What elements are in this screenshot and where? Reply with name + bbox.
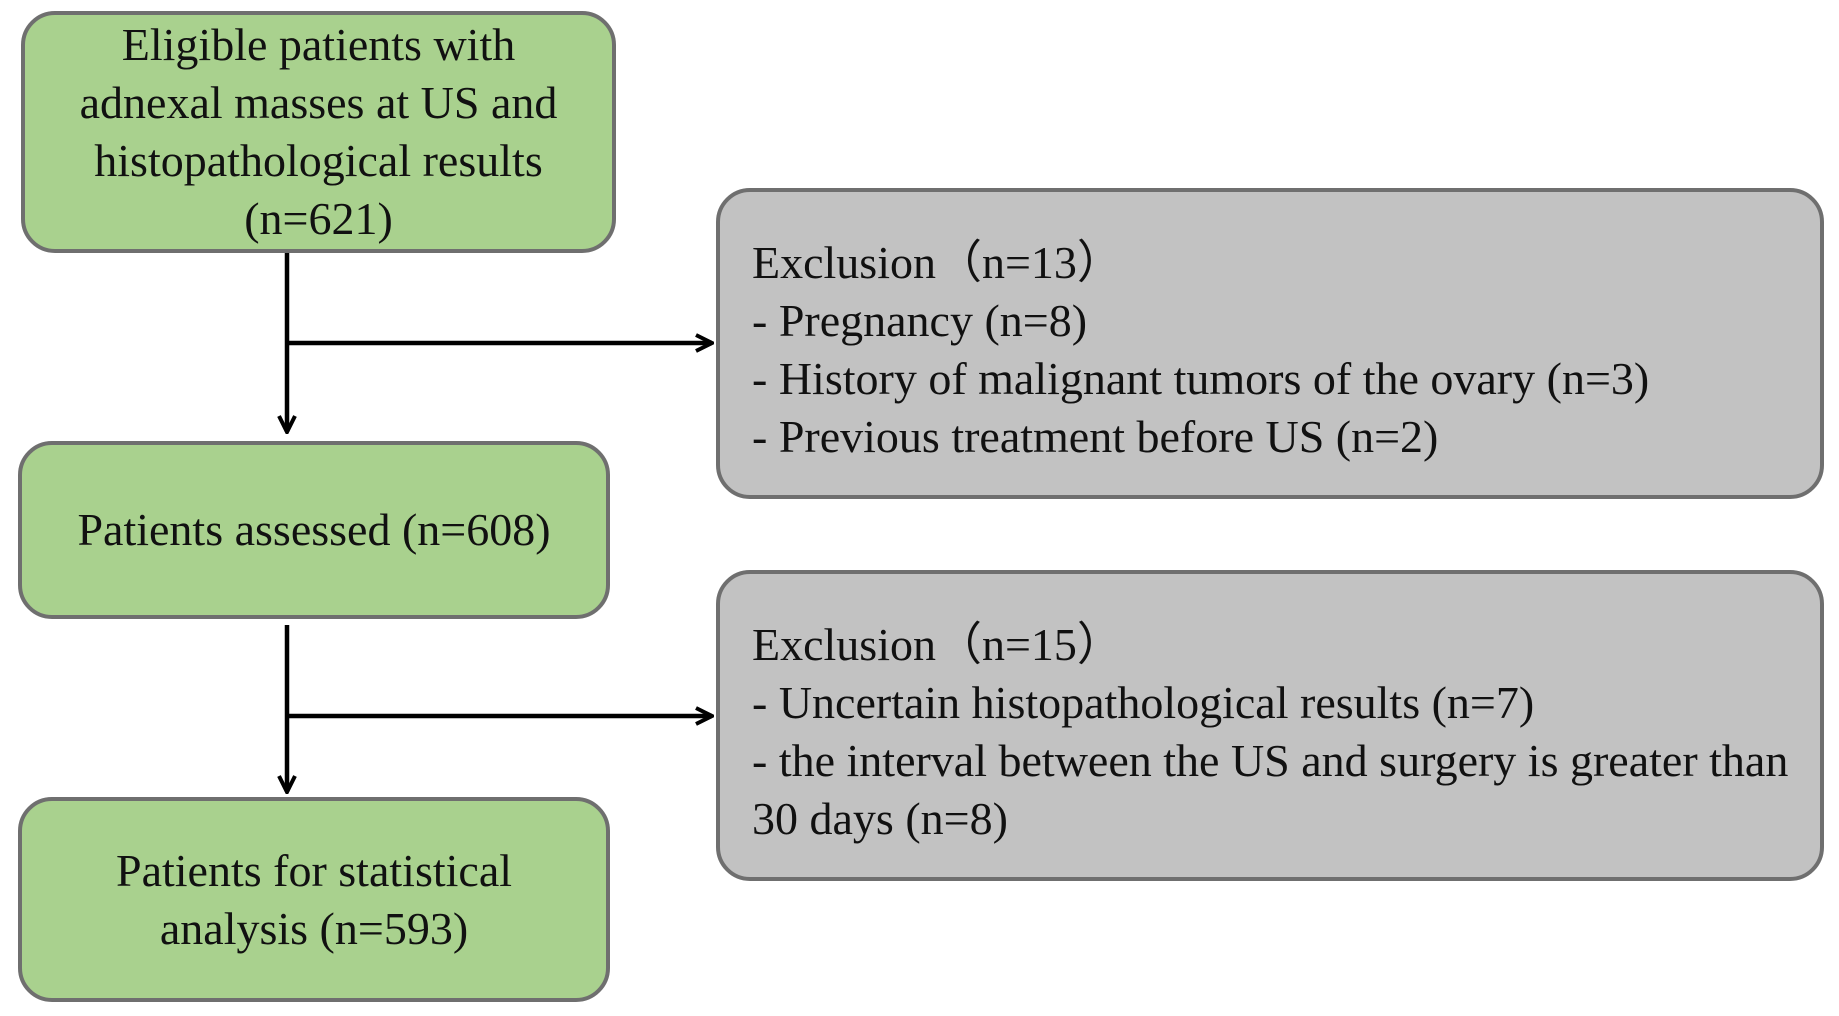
statistical-analysis-line-2: analysis (n=593) (159, 902, 469, 954)
eligible-patients-line-1: Eligible patients with (121, 19, 516, 70)
exclusion-2-item-interval: - the interval between the US and surger… (752, 735, 1789, 844)
patients-assessed-label: Patients assessed (n=608) (77, 504, 551, 555)
exclusion-box-2: Exclusion（n=15） - Uncertain histopatholo… (716, 570, 1824, 881)
eligible-patients-line-3: histopathological results (94, 135, 543, 186)
statistical-analysis-box: Patients for statistical analysis (n=593… (18, 797, 610, 1002)
eligible-patients-box: Eligible patients with adnexal masses at… (21, 11, 616, 253)
exclusion-1-item-history: - History of malignant tumors of the ova… (752, 353, 1650, 404)
exclusion-1-item-pregnancy: - Pregnancy (n=8) (752, 295, 1088, 346)
statistical-analysis-line-1: Patients for statistical (115, 844, 513, 896)
exclusion-1-item-previous-treatment: - Previous treatment before US (n=2) (752, 411, 1439, 462)
exclusion-1-title: Exclusion（n=13） (752, 237, 1123, 288)
eligible-patients-line-2: adnexal masses at US and (79, 77, 558, 128)
exclusion-2-item-uncertain: - Uncertain histopathological results (n… (752, 677, 1535, 728)
patients-assessed-box: Patients assessed (n=608) (18, 441, 610, 619)
eligible-patients-count: (n=621) (244, 193, 393, 244)
exclusion-2-title: Exclusion（n=15） (752, 619, 1123, 670)
exclusion-box-1: Exclusion（n=13） - Pregnancy (n=8) - Hist… (716, 188, 1824, 499)
